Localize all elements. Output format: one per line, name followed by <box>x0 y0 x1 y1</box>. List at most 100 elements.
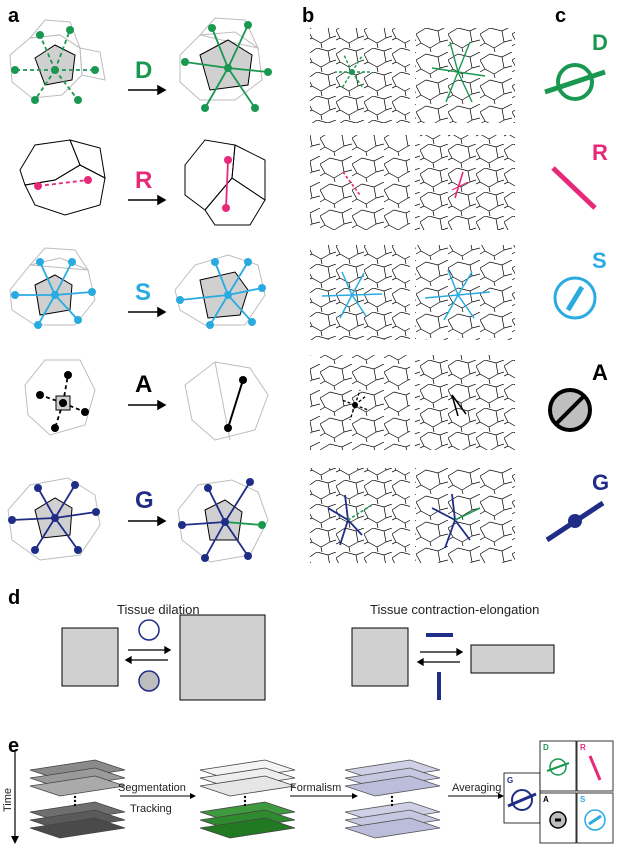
overlay-b-r-after-2 <box>451 181 469 191</box>
overlay-b-s-before <box>321 271 383 319</box>
tissue-b-a-after <box>415 355 515 450</box>
e-stack-segmented-dots <box>243 795 247 807</box>
panel-letter-e: e <box>8 735 19 757</box>
cells-after-r <box>184 139 266 226</box>
e-stack-segmented <box>199 759 296 839</box>
e-arrow-2-head <box>352 793 358 799</box>
symbol-d-bar <box>544 69 606 95</box>
d-left-title: Tissue dilation <box>117 602 200 617</box>
center-after-a-1 <box>239 376 247 384</box>
cells-before-g <box>7 477 101 561</box>
e-box-a: A <box>539 792 577 844</box>
e-box-s: S <box>576 792 614 844</box>
symbol-d-circle <box>556 63 594 101</box>
e-box-d: D <box>539 740 577 792</box>
overlay-b-g-after-new <box>454 507 481 521</box>
cells-after-g <box>177 479 269 563</box>
e-step-formalism: Formalism <box>290 782 341 794</box>
tissue-b-s-after <box>415 245 515 340</box>
cells-before-r <box>19 139 106 216</box>
e-step-segmentation: Segmentation <box>118 782 186 794</box>
e-box-r: R <box>576 740 614 792</box>
overlay-b-d-after <box>431 41 486 103</box>
links-after-g <box>181 481 251 559</box>
row-geometry: G <box>7 477 269 563</box>
arrow-g <box>128 515 167 527</box>
tissue-b-d-before <box>310 28 410 123</box>
centers-before-s <box>11 258 96 329</box>
c-letter-a: A <box>592 360 608 385</box>
overlay-b-a-after <box>451 394 467 417</box>
links-before-s <box>15 261 93 326</box>
d-wide-rect <box>470 644 555 674</box>
op-letter-a: A <box>135 371 152 398</box>
panel-letter-c: c <box>555 5 566 27</box>
e-box-a-label: A <box>543 795 549 804</box>
centers-after-s <box>176 258 266 329</box>
panel-a: D <box>7 17 272 563</box>
arrow-a <box>128 399 167 411</box>
symbol-a-bar <box>554 394 586 426</box>
d-left-arrows <box>124 645 172 665</box>
e-time-arrowhead <box>11 836 19 844</box>
e-stack-formalism <box>344 759 441 839</box>
tissue-b-d-after <box>415 28 515 123</box>
tissue-b-s-before <box>310 245 410 340</box>
e-box-d-label: D <box>543 743 549 752</box>
d-right-title: Tissue contraction-elongation <box>370 602 539 617</box>
c-letter-g: G <box>592 470 609 495</box>
d-filled-circle <box>138 670 160 692</box>
d-large-square <box>179 614 266 701</box>
centers-after-d <box>181 21 272 112</box>
centers-before-a <box>36 371 89 432</box>
links-before-d <box>15 29 95 101</box>
tissue-b-g-before <box>310 468 410 563</box>
link-after-r <box>225 159 229 209</box>
links-before-g <box>11 484 97 551</box>
e-stack-formalism-dots <box>390 795 394 807</box>
e-time-label: Time <box>2 788 14 812</box>
e-box-g-label: G <box>507 776 513 785</box>
arrow-r <box>128 194 167 206</box>
panel-d: Tissue dilation Tissue contraction-elong… <box>61 602 555 701</box>
arrow-s <box>128 306 167 318</box>
c-letter-s: S <box>592 248 607 273</box>
panel-letter-d: d <box>8 587 20 609</box>
center-cell-before-d <box>34 44 76 86</box>
c-letter-d: D <box>592 30 608 55</box>
center-after-a-2 <box>224 424 232 432</box>
e-stack-raw <box>29 759 126 839</box>
e-step-tracking: Tracking <box>130 803 172 815</box>
c-letter-r: R <box>592 140 608 165</box>
center-before-r-1 <box>34 182 42 190</box>
e-box-s-label: S <box>580 795 586 804</box>
link-before-r <box>37 179 89 187</box>
cells-before-a <box>24 359 96 436</box>
link-after-a <box>227 379 244 429</box>
links-after-s <box>179 261 263 326</box>
panel-c: D R S A G <box>544 30 609 543</box>
tissue-b-r-after <box>415 135 515 230</box>
e-box-r-label: R <box>580 743 586 752</box>
arrow-d <box>128 84 167 96</box>
dot-b-a <box>352 402 358 408</box>
overlay-b-g-before <box>327 494 363 546</box>
symbol-s-bar <box>565 285 585 312</box>
e-stack-raw-dots <box>73 795 77 807</box>
dot-b-d <box>349 69 355 75</box>
tissue-b-r-before <box>310 135 410 230</box>
panel-b <box>310 28 515 563</box>
tissue-b-a-before <box>310 355 410 450</box>
center-after-r-1 <box>224 156 232 164</box>
symbol-s-circle <box>553 276 597 320</box>
cells-after-s <box>174 254 266 326</box>
new-center-after-g <box>258 521 266 529</box>
row-shear: S <box>9 247 266 329</box>
center-after-r-2 <box>222 204 230 212</box>
op-letter-s: S <box>135 279 151 306</box>
d-right-arrows <box>416 647 464 667</box>
centers-before-g <box>8 481 100 554</box>
op-letter-r: R <box>135 167 152 194</box>
d-tall-square <box>351 627 409 687</box>
row-dilation: D <box>9 17 272 112</box>
